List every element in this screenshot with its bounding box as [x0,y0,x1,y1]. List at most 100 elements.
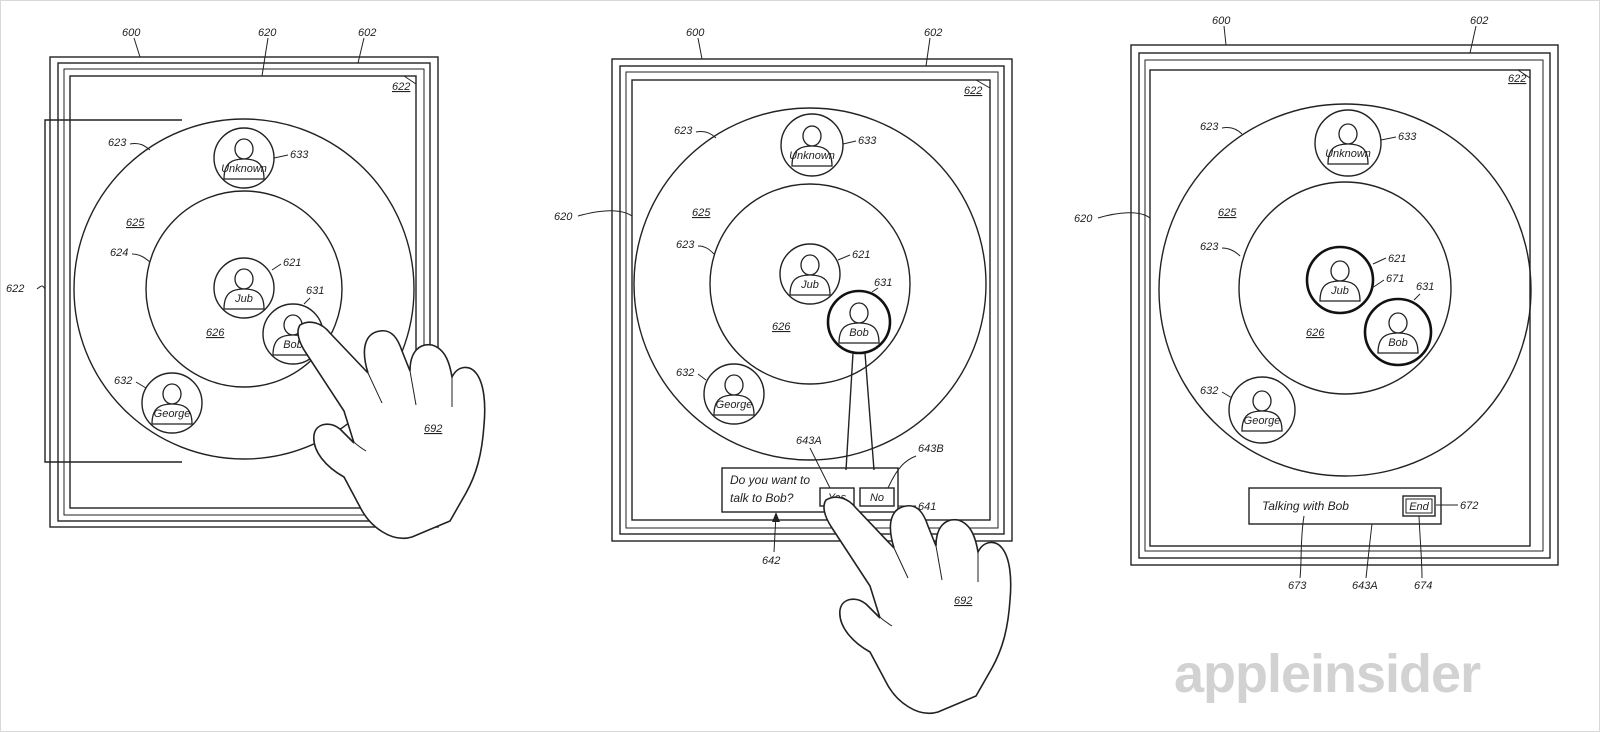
ref-inner-zone: 626 [772,321,791,333]
panel-3: Unknown Jub Bob George Talking with Bob … [1074,15,1559,592]
ref-avatar-top: 633 [858,135,877,147]
ref-yes: 643A [796,435,822,447]
avatar-name: Unknown [789,150,835,162]
ref-bar: 672 [1460,500,1478,512]
avatar-bob: Bob [826,289,892,355]
ref-inner-ring: 624 [110,247,128,259]
no-button[interactable]: No [859,487,895,507]
device-frame [49,56,439,528]
ref-end: 674 [1414,580,1432,592]
status-text: Talking with Bob [1262,499,1349,513]
reference-numerals: 600 620 602 622 623 625 624 626 622 633 … [6,27,442,435]
avatar-unknown: Unknown [780,113,844,177]
outer-ring [73,118,415,460]
ref-case: 602 [924,27,942,39]
ref-screen: 620 [554,211,573,223]
ref-dialog: 641 [918,501,936,513]
ref-inner-ring: 623 [1200,241,1219,253]
avatar-name: Jub [234,293,253,305]
avatar-jub: Jub [779,243,841,305]
inner-ring [709,183,911,385]
outer-ring [633,107,987,461]
end-button[interactable]: End [1402,495,1436,517]
ref-no: 643B [918,443,944,455]
ref-device: 600 [686,27,705,39]
watermark-logo: appleinsider [1174,644,1481,704]
end-label: End [1409,501,1429,513]
ref-outer-zone: 625 [1218,207,1237,219]
ref-text: 673 [1288,580,1307,592]
status-bar: Talking with Bob End [1248,487,1442,525]
avatar-unknown: Unknown [1314,109,1382,177]
avatar-name: Bob [1388,337,1408,349]
ref-inner-zone: 626 [1306,327,1325,339]
avatar-george: George [1228,376,1296,444]
ref-outer-ring: 623 [1200,121,1219,133]
avatar-name: George [716,399,753,411]
ref-prompt: 642 [762,555,780,567]
ref-device: 600 [122,27,141,39]
panel-1: Unknown Jub Bob George 600 620 602 6 [6,27,486,540]
avatar-bob: Bob [1363,297,1433,367]
avatar-jub: Jub [213,257,275,319]
avatar-name: Bob [283,339,303,351]
ref-avatar-top: 633 [290,149,309,161]
bracket [36,119,182,463]
ref-avatar-bottom: 632 [1200,385,1218,397]
ref-inner-zone: 626 [206,327,225,339]
ref-avatar-bob: 631 [874,277,892,289]
avatar-jub: Jub [1305,245,1375,315]
ref-screen: 620 [1074,213,1093,225]
ref-outer-zone: 625 [692,207,711,219]
hand [297,321,486,540]
ref-case: 602 [1470,15,1488,27]
ref-link: 671 [1386,273,1404,285]
ref-inner-ring: 623 [676,239,695,251]
device-frame [611,58,1013,542]
ref-outer-ring: 623 [108,137,127,149]
ref-outer-ring: 623 [674,125,693,137]
outer-ring [1158,103,1532,477]
ref-case: 602 [358,27,376,39]
ref-bracket: 622 [6,283,24,295]
dialog-line-1: Do you want to [730,473,810,487]
no-label: No [870,492,884,504]
ref-bar-2: 643A [1352,580,1378,592]
avatar-name: Jub [1330,285,1349,297]
ref-avatar-top: 633 [1398,131,1417,143]
avatar-unknown: Unknown [213,127,275,189]
inner-ring [145,190,343,388]
ref-screen: 620 [258,27,277,39]
avatar-george: George [141,372,203,434]
hand [823,496,1012,715]
panel-2: Unknown Jub Bob George Do you want to ta… [554,27,1013,715]
ref-avatar-bob: 631 [306,285,324,297]
reference-numerals: 600 602 622 620 623 625 623 626 633 621 … [554,27,982,607]
ref-device: 600 [1212,15,1231,27]
ref-avatar-bottom: 632 [114,375,132,387]
avatar-name: George [154,408,191,420]
dialog-line-2: talk to Bob? [730,491,794,505]
callout-pointer [845,352,875,471]
avatar-name: Unknown [221,163,267,175]
ref-hand: 692 [424,423,442,435]
reference-numerals: 600 602 622 620 623 625 623 626 633 621 … [1074,15,1526,592]
avatar-name: George [1244,415,1281,427]
inner-ring [1238,181,1452,395]
ref-corner: 622 [392,81,410,93]
ref-outer-zone: 625 [126,217,145,229]
ref-corner: 622 [1508,73,1526,85]
ref-hand: 692 [954,595,972,607]
ref-corner: 622 [964,85,982,97]
ref-avatar-center: 621 [852,249,870,261]
avatar-george: George [703,363,765,425]
avatar-name: Unknown [1325,148,1371,160]
ref-avatar-center: 621 [283,257,301,269]
device-frame [1130,44,1559,566]
avatar-name: Jub [800,279,819,291]
avatar-name: Bob [849,327,869,339]
ref-avatar-center: 621 [1388,253,1406,265]
prompt-dialog: Do you want to talk to Bob? Yes No [721,467,899,513]
ref-avatar-bob: 631 [1416,281,1434,293]
